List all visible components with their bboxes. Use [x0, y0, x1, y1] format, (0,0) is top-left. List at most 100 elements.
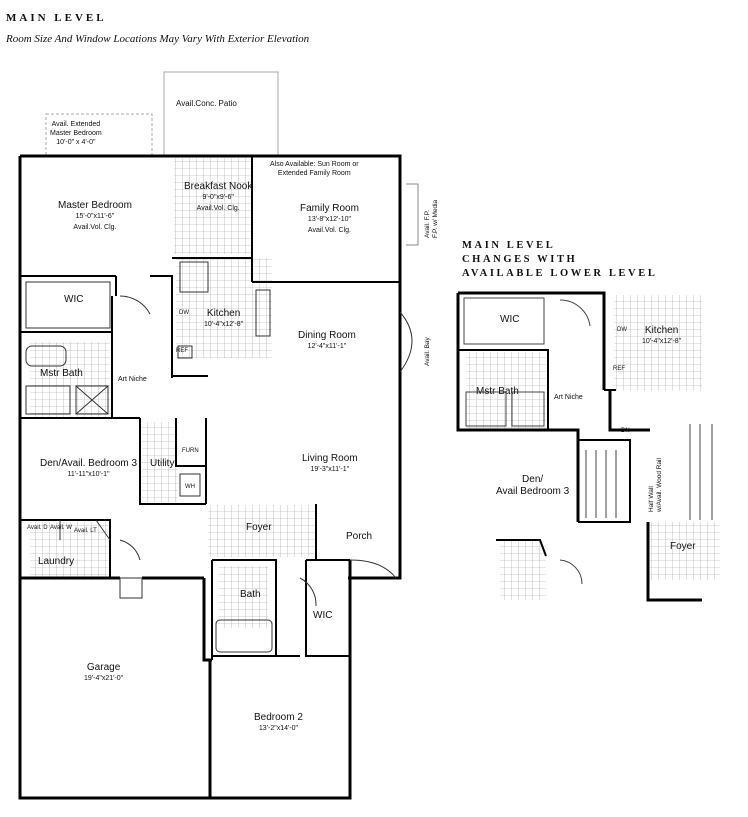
living-room-size: 19'-3"x11'-1" [310, 466, 350, 473]
avail-lt-label: Avail. LT [74, 528, 97, 534]
wall [348, 284, 402, 580]
alt-den-label: Den/ Avail Bedroom 3 [496, 474, 569, 498]
alt-door-swing [559, 299, 591, 327]
page-title: MAIN LEVEL [6, 12, 107, 24]
alt-kitchen-size: 10'-4"x12'-8" [642, 338, 682, 345]
nook-tile [174, 158, 252, 254]
alt-kitchen-tile [614, 295, 702, 391]
alt-kitchen-name: Kitchen [644, 325, 679, 336]
alt-wall [496, 539, 547, 557]
bedroom2-size: 13'-2"x14'-0" [258, 725, 299, 732]
extended-master-line-2: Master Bedroom [50, 130, 102, 137]
alt-art-niche-label: Art Niche [554, 394, 583, 401]
alt-wall [608, 390, 650, 432]
wall [202, 578, 212, 662]
sun-room-label: Also Available: Sun Room or Extended Fam… [270, 160, 359, 178]
utility-label: Utility [150, 458, 175, 469]
avail-w-label: Avail. W [50, 525, 72, 531]
garage-label: Garage 19'-4"x21'-0" [84, 662, 123, 684]
wall [139, 418, 206, 505]
wall [150, 275, 173, 378]
extended-master-line-1: Avail. Extended [51, 121, 101, 128]
master-bedroom-name: Master Bedroom [58, 200, 132, 211]
foyer-tile [208, 505, 316, 557]
dining-room-label: Dining Room 12'-4"x11'-1" [298, 330, 356, 352]
wall [208, 560, 352, 800]
avail-d-label: Avail. D [27, 525, 48, 531]
den-size: 11'-11"x10'-1" [67, 471, 110, 478]
sun-room-line-1: Also Available: Sun Room or [270, 161, 359, 168]
alt-title-line-2: CHANGES WITH [462, 254, 578, 265]
breakfast-nook-size: 9'-0"x9'-6" [202, 194, 234, 201]
tub2 [215, 619, 273, 653]
porch-label: Porch [346, 531, 373, 542]
fireplace-line-2: F.P. w/ Media [432, 199, 439, 238]
living-room-name: Living Room [302, 453, 358, 464]
range [255, 289, 271, 337]
garage-size: 19'-4"x21'-0" [84, 675, 124, 682]
fridge [177, 345, 193, 359]
family-room-name: Family Room [300, 203, 359, 214]
sun-room-line-2: Extended Family Room [277, 170, 351, 177]
den-name: Den/Avail. Bedroom 3 [40, 458, 138, 469]
alt-wall [578, 439, 631, 523]
breakfast-nook-name: Breakfast Nook [184, 181, 253, 192]
alt-stair-tile [500, 540, 546, 600]
alt-half-wall-label: Half Wall w/Avail. Wood Rail [648, 458, 664, 512]
den-label: Den/Avail. Bedroom 3 11'-11"x10'-1" [40, 458, 137, 480]
shower-x [75, 385, 109, 415]
alt-title-line-1: MAIN LEVEL [462, 240, 556, 251]
alt-wall [646, 522, 702, 602]
foyer-label: Foyer [246, 522, 272, 533]
wall [172, 154, 402, 284]
closet-rod [25, 281, 111, 329]
master-bedroom-note: Avail.Vol. Clg. [73, 224, 117, 231]
door-swing [119, 295, 151, 315]
breakfast-nook-note: Avail.Vol. Clg. [196, 205, 240, 212]
garage-steps [119, 577, 143, 599]
family-room-note: Avail.Vol. Clg. [307, 227, 351, 234]
alt-stair-lines [585, 450, 617, 518]
alt-den-line-2: Avail Bedroom 3 [496, 486, 570, 497]
alt-wic-label: WIC [500, 314, 520, 325]
alt-door-swing [559, 559, 583, 585]
patio-label: Avail.Conc. Patio [176, 99, 237, 108]
alt-dw-label: DW [617, 327, 627, 333]
alt-kitchen-label: Kitchen 10'-4"x12'-8" [642, 325, 681, 347]
utility-tile [142, 422, 178, 502]
alt-wall [456, 293, 580, 522]
wall [305, 560, 350, 657]
mstr-bath-label: Mstr Bath [40, 368, 83, 379]
fireplace-label: Avail. F.P. F.P. w/ Media [424, 200, 440, 238]
master-bedroom-size: 15'-0"x11'-6" [75, 213, 115, 220]
alt-half-wall-line-2: w/Avail. Wood Rail [656, 458, 663, 512]
kitchen-size: 10'-4"x12'-8" [204, 321, 244, 328]
wic2-label: WIC [313, 610, 333, 621]
fireplace-outline [406, 183, 419, 246]
dining-room-size: 12'-4"x11'-1" [307, 343, 347, 350]
alt-title-line-3: AVAILABLE LOWER LEVEL [462, 268, 658, 279]
page-subtitle: Room Size And Window Locations May Vary … [6, 33, 310, 45]
alt-den-line-1: Den/ [522, 474, 544, 485]
garage-name: Garage [86, 662, 121, 673]
family-room-label: Family Room 13'-8"x12'-10" Avail.Vol. Cl… [300, 203, 359, 236]
door-swing [299, 577, 317, 607]
shower [75, 385, 109, 415]
porch-curve [349, 559, 397, 579]
laundry-tile [30, 522, 108, 578]
furn-label: FURN [182, 448, 199, 454]
family-room-size: 13'-8"x12'-10" [307, 216, 351, 223]
alt-half-wall-line-1: Half Wall [648, 486, 655, 512]
laundry-divider [59, 519, 111, 541]
door-swing [119, 539, 141, 561]
patio-outline [163, 71, 279, 158]
extended-master-line-3: 10'-0" x 4'-0" [56, 139, 96, 146]
art-niche-label: Art Niche [118, 376, 147, 383]
laundry-label: Laundry [38, 556, 75, 567]
alt-closet [463, 297, 545, 345]
alt-plan-title: MAIN LEVEL CHANGES WITH AVAILABLE LOWER … [462, 239, 657, 281]
wic-label: WIC [64, 294, 84, 305]
bath-label: Bath [240, 589, 261, 600]
alt-tub [465, 391, 507, 427]
